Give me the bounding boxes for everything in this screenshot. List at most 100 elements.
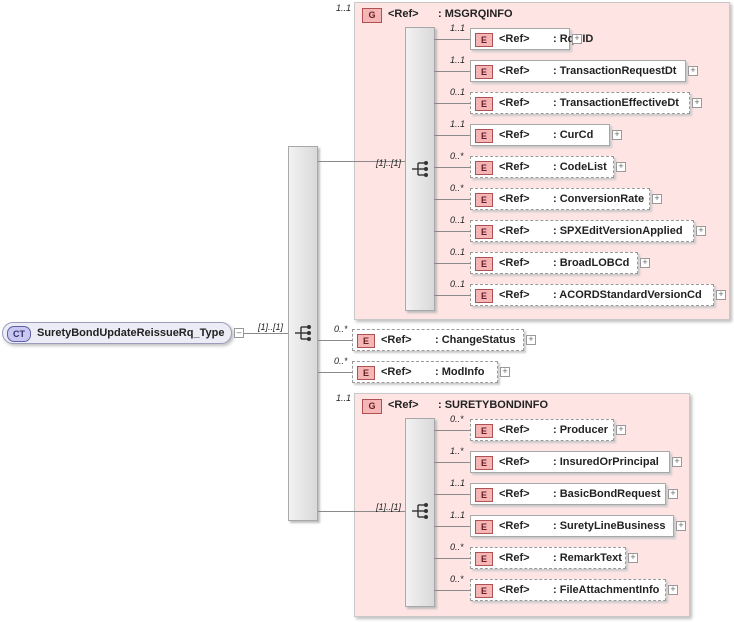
complex-type-icon: CT bbox=[7, 326, 31, 342]
element-box[interactable]: E<Ref>: RemarkText bbox=[470, 547, 626, 569]
element-box[interactable]: E<Ref>: CodeList bbox=[470, 156, 614, 178]
element-cardinality: 0..1 bbox=[450, 87, 466, 97]
element-ref: <Ref> bbox=[499, 257, 530, 269]
element-icon: E bbox=[475, 520, 493, 534]
element-icon: E bbox=[475, 289, 493, 303]
element-box[interactable]: E<Ref>: ChangeStatus bbox=[352, 329, 524, 351]
expand-icon[interactable]: + bbox=[640, 258, 650, 268]
element-cardinality: 1..1 bbox=[450, 478, 466, 488]
expand-icon[interactable]: + bbox=[628, 553, 638, 563]
group-cardinality: 1..1 bbox=[336, 3, 352, 13]
element-name: : SPXEditVersionApplied bbox=[553, 225, 683, 237]
element-cardinality: 0..* bbox=[334, 356, 348, 366]
element-ref: <Ref> bbox=[499, 520, 530, 532]
expand-icon[interactable]: + bbox=[716, 290, 726, 300]
sequence-icon bbox=[295, 325, 311, 341]
element-ref: <Ref> bbox=[499, 161, 530, 173]
element-box[interactable]: E<Ref>: BasicBondRequest bbox=[470, 483, 666, 505]
element-name: : FileAttachmentInfo bbox=[553, 584, 660, 596]
element-box[interactable]: E<Ref>: FileAttachmentInfo bbox=[470, 579, 666, 601]
connector bbox=[434, 167, 470, 168]
element-cardinality: 0..* bbox=[450, 151, 464, 161]
expand-icon[interactable]: + bbox=[692, 98, 702, 108]
expand-icon[interactable]: + bbox=[572, 34, 582, 44]
expand-icon[interactable]: + bbox=[676, 521, 686, 531]
element-icon: E bbox=[475, 584, 493, 598]
group-ref: <Ref> bbox=[388, 8, 419, 20]
element-ref: <Ref> bbox=[499, 97, 530, 109]
element-icon: E bbox=[475, 129, 493, 143]
element-icon: E bbox=[475, 65, 493, 79]
element-box[interactable]: E <Ref> : SuretyLineBusiness bbox=[470, 515, 674, 537]
expand-icon[interactable]: + bbox=[612, 130, 622, 140]
element-cardinality: 1..1 bbox=[450, 510, 466, 520]
element-box[interactable]: E<Ref>: TransactionRequestDt bbox=[470, 60, 686, 82]
connector bbox=[434, 103, 470, 104]
element-box[interactable]: E<Ref>: RqUID bbox=[470, 28, 593, 50]
element-name: : TransactionEffectiveDt bbox=[553, 97, 679, 109]
element-box[interactable]: E<Ref>: ModInfo bbox=[352, 361, 498, 383]
expand-icon[interactable]: + bbox=[668, 489, 678, 499]
expand-icon[interactable]: + bbox=[616, 162, 626, 172]
connector bbox=[434, 199, 470, 200]
connector bbox=[318, 340, 352, 341]
connector bbox=[434, 526, 470, 527]
root-complex-type[interactable]: CT SuretyBondUpdateReissueRq_Type bbox=[2, 322, 232, 344]
element-name: : ACORDStandardVersionCd bbox=[553, 289, 702, 301]
element-box[interactable]: E<Ref>: SPXEditVersionApplied bbox=[470, 220, 694, 242]
element-name: : CurCd bbox=[553, 129, 594, 141]
element-icon: E bbox=[475, 257, 493, 271]
element-name: : CodeList bbox=[553, 161, 607, 173]
element-name: : Producer bbox=[553, 424, 609, 436]
connector bbox=[434, 558, 470, 559]
element-cardinality: 0..* bbox=[450, 542, 464, 552]
element-name: : BroadLOBCd bbox=[553, 257, 630, 269]
collapse-icon[interactable]: – bbox=[234, 328, 244, 338]
element-icon: E bbox=[475, 424, 493, 438]
element-box[interactable]: E<Ref>: CurCd bbox=[470, 124, 610, 146]
expand-icon[interactable]: + bbox=[688, 66, 698, 76]
element-ref: <Ref> bbox=[381, 334, 412, 346]
element-box[interactable]: E <Ref> : BroadLOBCd bbox=[470, 252, 638, 274]
element-cardinality: 0..1 bbox=[450, 247, 466, 257]
expand-icon[interactable]: + bbox=[672, 457, 682, 467]
expand-icon[interactable]: + bbox=[526, 335, 536, 345]
connector bbox=[434, 39, 470, 40]
sequence-icon bbox=[412, 161, 428, 177]
connector bbox=[244, 333, 288, 334]
element-box[interactable]: E<Ref>: Producer bbox=[470, 419, 614, 441]
element-name: : ChangeStatus bbox=[435, 334, 516, 346]
connector bbox=[318, 161, 405, 162]
element-box[interactable]: E<Ref>: ACORDStandardVersionCd bbox=[470, 284, 714, 306]
root-cardinality: [1]..[1] bbox=[258, 322, 284, 332]
expand-icon[interactable]: + bbox=[652, 194, 662, 204]
connector bbox=[434, 263, 470, 264]
element-ref: <Ref> bbox=[499, 225, 530, 237]
element-name: : SuretyLineBusiness bbox=[553, 520, 666, 532]
group-cardinality: 1..1 bbox=[336, 393, 352, 403]
element-icon: E bbox=[357, 366, 375, 380]
expand-icon[interactable]: + bbox=[616, 425, 626, 435]
element-cardinality: 1..1 bbox=[450, 23, 466, 33]
suretybondinfo-sequence[interactable] bbox=[405, 418, 435, 607]
element-icon: E bbox=[475, 488, 493, 502]
element-cardinality: 1..1 bbox=[450, 55, 466, 65]
element-cardinality: 0..* bbox=[450, 574, 464, 584]
element-ref: <Ref> bbox=[499, 65, 530, 77]
sequence-cardinality: [1]..[1] bbox=[376, 158, 402, 168]
expand-icon[interactable]: + bbox=[500, 367, 510, 377]
element-box[interactable]: E<Ref>: ConversionRate bbox=[470, 188, 650, 210]
element-name: : ConversionRate bbox=[553, 193, 645, 205]
element-ref: <Ref> bbox=[499, 193, 530, 205]
connector bbox=[434, 430, 470, 431]
expand-icon[interactable]: + bbox=[696, 226, 706, 236]
element-ref: <Ref> bbox=[499, 33, 530, 45]
element-cardinality: 0..1 bbox=[450, 215, 466, 225]
expand-icon[interactable]: + bbox=[668, 585, 678, 595]
group-name: : SURETYBONDINFO bbox=[438, 399, 548, 411]
connector bbox=[434, 462, 470, 463]
connector bbox=[434, 295, 470, 296]
element-box[interactable]: E<Ref>: InsuredOrPrincipal bbox=[470, 451, 670, 473]
connector bbox=[318, 511, 405, 512]
element-box[interactable]: E<Ref>: TransactionEffectiveDt bbox=[470, 92, 690, 114]
